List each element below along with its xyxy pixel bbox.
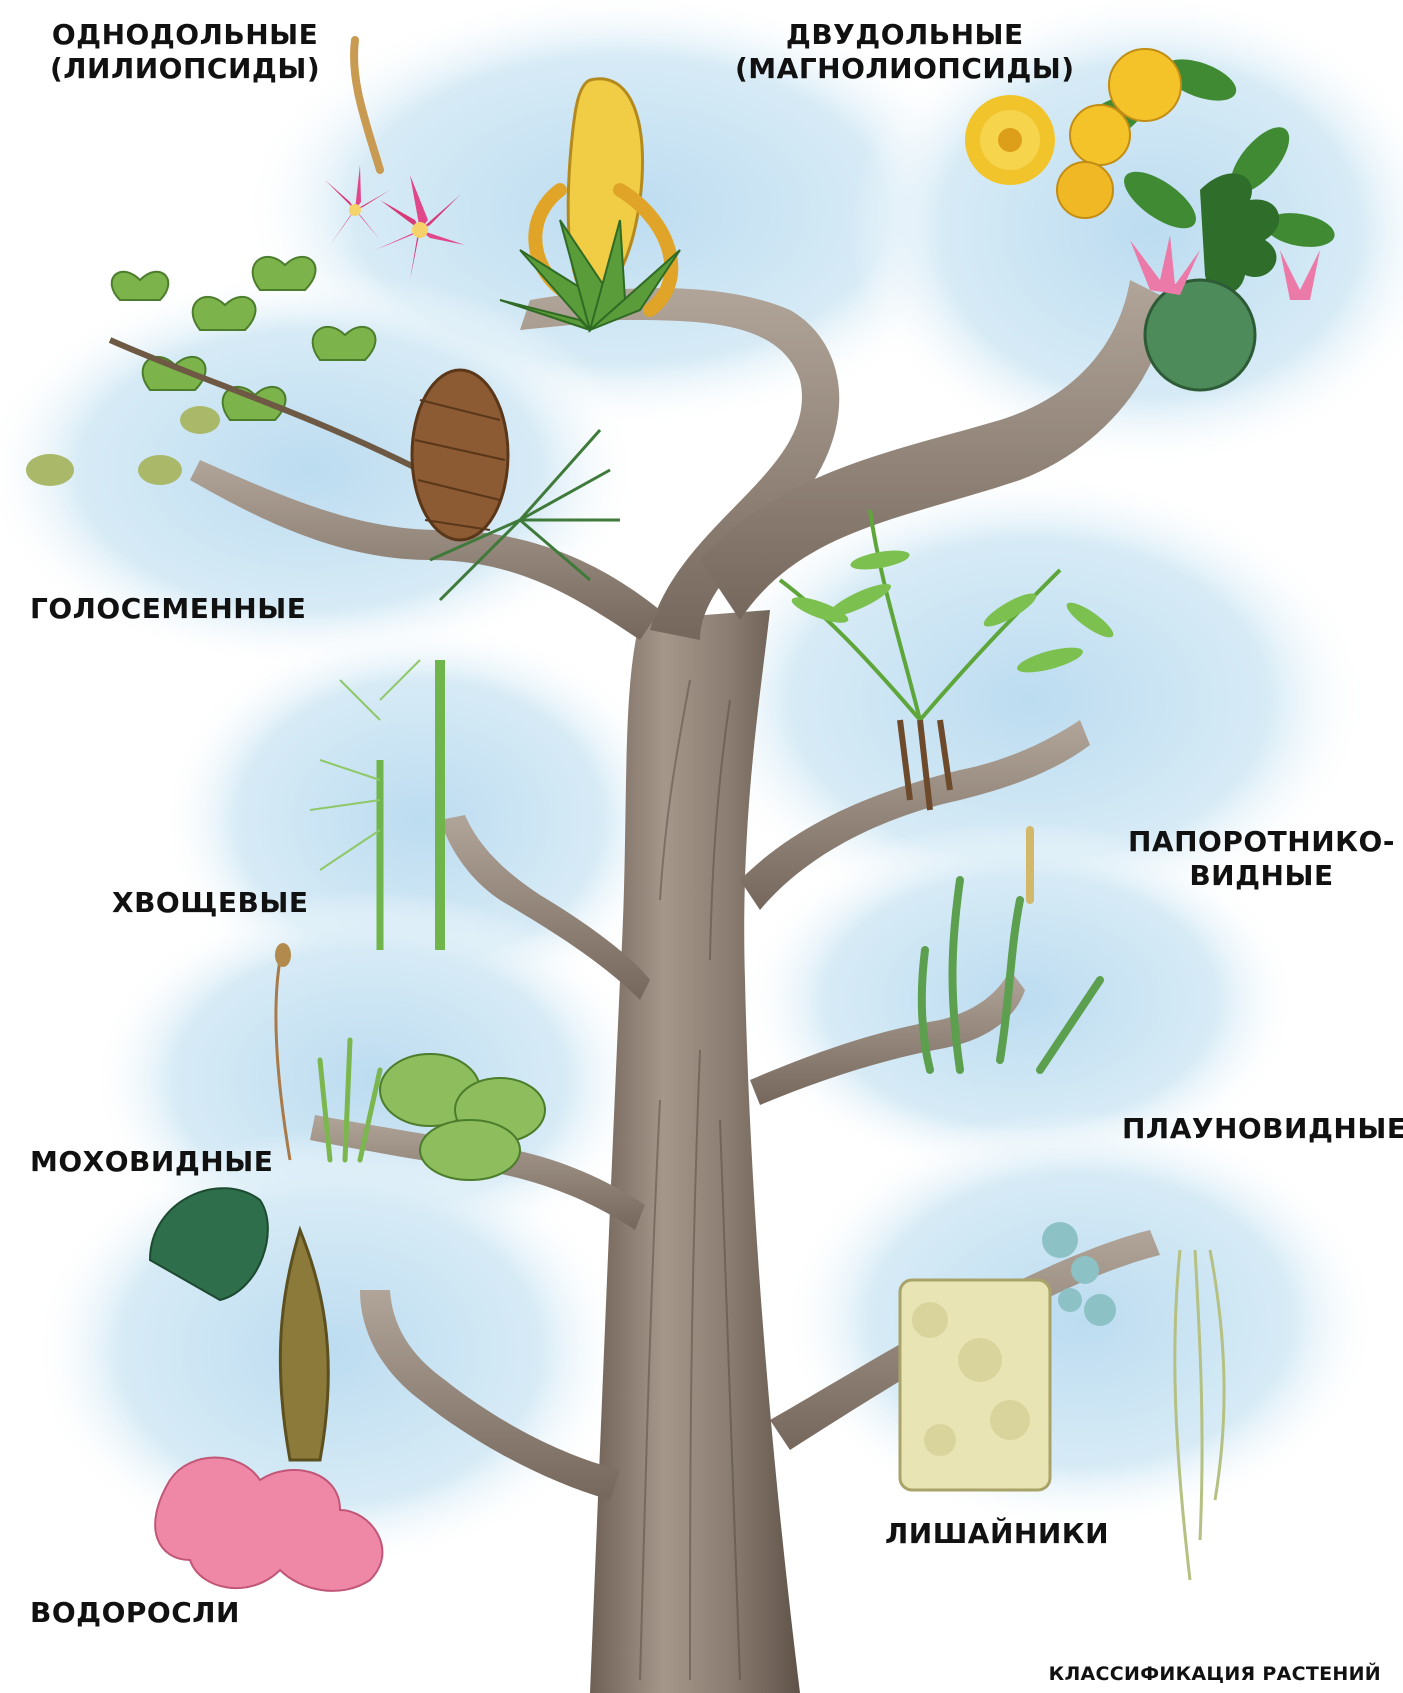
label-dicots-line-2: (МАГНОЛИОПСИДЫ) [735,52,1075,86]
label-dicots-line-1: ДВУДОЛЬНЫЕ [735,18,1075,52]
cactus-icon [1145,280,1255,390]
lemon-icon [1070,105,1130,165]
yellow-flower-icon [965,95,1055,185]
label-monocots-line-1: ОДНОДОЛЬНЫЕ [50,18,320,52]
sky-blob [780,1110,1380,1530]
caption-plant-classification: КЛАССИФИКАЦИЯ РАСТЕНИЙ [1049,1663,1381,1686]
moss-capsule-icon [275,943,291,967]
label-ferns-line-2: ВИДНЫЕ [1128,859,1395,893]
lemon-icon [1057,162,1113,218]
label-gymnosperms: ГОЛОСЕМЕННЫЕ [30,592,306,626]
label-horsetails: ХВОЩЕВЫЕ [112,886,308,920]
label-monocots: ОДНОДОЛЬНЫЕ (ЛИЛИОПСИДЫ) [50,18,320,85]
pine-cone-icon [412,370,508,540]
label-algae: ВОДОРОСЛИ [30,1596,240,1630]
label-clubmosses: ПЛАУНОВИДНЫЕ [1122,1112,1403,1146]
label-mosses: МОХОВИДНЫЕ [30,1145,273,1179]
label-dicots: ДВУДОЛЬНЫЕ (МАГНОЛИОПСИДЫ) [735,18,1075,85]
label-lichens: ЛИШАЙНИКИ [885,1517,1109,1551]
label-monocots-line-2: (ЛИЛИОПСИДЫ) [50,52,320,86]
lemon-icon [1109,49,1181,121]
label-ferns-line-1: ПАПОРОТНИКО- [1128,825,1395,859]
label-ferns: ПАПОРОТНИКО- ВИДНЫЕ [1128,825,1395,892]
